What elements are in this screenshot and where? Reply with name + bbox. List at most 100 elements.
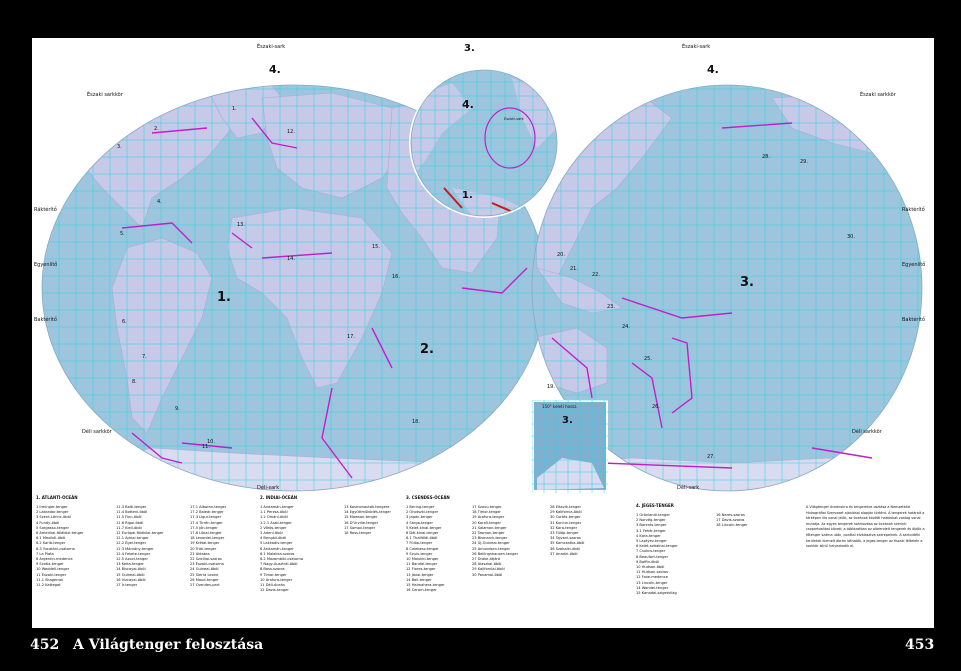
legend-item: 13 Kosmonauták-tengere — [344, 505, 390, 509]
legend-item: 9 Scotia-tenger — [36, 562, 64, 567]
sea-number: 5. — [120, 231, 125, 237]
legend-item: 17.2 Baleár-tenger — [190, 510, 224, 515]
sea-number: 18. — [412, 419, 420, 425]
south-pole-label-right: Déli-sark — [677, 484, 699, 491]
sea-boundaries — [121, 117, 873, 479]
sea-number: 6. — [122, 319, 127, 325]
ocean-number-arctic-inset: 4. — [462, 98, 474, 111]
legend-item: 17.5 Jón-tenger — [190, 525, 218, 530]
legend-item: 23 Északi-csatorna — [190, 562, 224, 567]
europe-landmass — [261, 92, 413, 199]
ocean-number-arctic: 4. — [269, 63, 281, 76]
legend-note: A Világtenger óceánokra és tengerekre os… — [806, 505, 925, 549]
legend-item: 18 Levantei-tenger — [190, 536, 225, 541]
legend-item: 30 Panamai-öböl — [472, 572, 503, 577]
polar-circle-label: Északi sarkkör — [87, 90, 124, 98]
legend-item: 15 Mawson-tenger — [344, 515, 378, 520]
legend-item: 7 Nagy-Ausztrál-öböl — [260, 562, 298, 567]
sea-numbers: 1.2.3.4.5.6.7.8.9.10.11.12.13.14.15.16.1… — [117, 106, 855, 460]
legend-item: 26 Bellingshausen-tenger — [472, 551, 519, 556]
sea-number: 13. — [237, 222, 245, 228]
legend-item: 6.2 Karib-tenger — [36, 541, 66, 546]
legend-item: 11 Déli-óceán — [260, 583, 285, 588]
legend-item: 25 Sierra Leone — [190, 572, 219, 577]
legend-item: 12.3 Márvány-tenger — [116, 546, 154, 551]
legend-item: 34 Tajvani-szoros — [550, 536, 581, 541]
equator-label-right: Egyenlítő — [902, 261, 925, 268]
polar-circle-label-right: Északi sarkkör — [860, 90, 897, 98]
sea-number: 29. — [800, 159, 808, 165]
legend-item: 8 Bass-szoros — [260, 567, 285, 572]
legend-item: 11.5 Finn-öböl — [116, 515, 142, 520]
legend-item: 21 Aldabra — [190, 551, 210, 556]
south-circle-label-right: Déli sarkkör — [852, 428, 883, 435]
legend-item: 12 Foxe-medence — [636, 575, 668, 580]
inset-title: 150° keleti hossz. — [542, 404, 578, 409]
tropic-north-label-right: Ráktérítő — [902, 206, 925, 213]
legend-item: 29 Kaliforniai-öböl — [472, 567, 505, 572]
legend-item: 28 Alaszkai-öböl — [472, 562, 502, 567]
legend-item: 18 Timor-tenger — [472, 510, 501, 515]
legend-item: 12.2 Égei-tenger — [116, 541, 147, 546]
legend-item: 13 Jávai-tenger — [406, 572, 434, 577]
legend-item: 11 Bandai-tenger — [406, 562, 438, 567]
legend-item: 1 Grönlandi-tenger — [636, 513, 671, 517]
legend-item: 10 Molukki-tenger — [406, 557, 439, 562]
legend-item: 36 Szahalin-öböl — [550, 546, 580, 551]
sea-number: 3. — [117, 144, 122, 150]
legend-item: 6.1 Thaiföldi-öböl — [406, 536, 438, 541]
legend-item: 1 Bering-tenger — [406, 505, 435, 509]
legend-item: 11.1 Skagerrak — [36, 577, 64, 582]
sea-number: 27. — [707, 454, 715, 460]
south-america-landmass — [111, 237, 213, 434]
legend-item: 14 Együttműködés-tenger — [344, 510, 391, 515]
sea-number: 9. — [175, 406, 180, 412]
arctic-landmass — [412, 83, 472, 178]
atlas-page: Északi-sark Északi-sark Északi sarkkör É… — [32, 38, 934, 628]
legend-item: 1.1 Perzsa-öböl — [260, 510, 288, 515]
legend-heading-atlantic: 1. ATLANTI-ÓCEÁN — [36, 495, 78, 500]
ocean-number-pacific: 3. — [740, 275, 754, 290]
legend-item: 16 Ceram-tenger — [406, 588, 437, 593]
sea-number: 22. — [592, 272, 600, 278]
tropic-south-label: Baktérítő — [34, 316, 57, 323]
sea-number: 1. — [232, 106, 237, 112]
north-pole-label-right: Északi-sark — [682, 42, 710, 50]
sea-number: 24. — [622, 324, 630, 330]
ocean-number-arctic-right: 4. — [707, 63, 719, 76]
legend-item: 15 Guineai-öböl — [116, 572, 145, 577]
legend-item: 11.3 Balti-tenger — [116, 505, 147, 509]
tropic-south-label-right: Baktérítő — [902, 316, 925, 323]
sea-number: 15. — [372, 244, 380, 250]
legend-item: 35 Kamcsatka-öböl — [550, 541, 585, 546]
legend-item: 24 Guineai-öböl — [190, 567, 219, 572]
legend-item: 2 Norvég-tenger — [636, 518, 666, 523]
ocean-number-atlantic-inset: 1. — [462, 190, 473, 201]
sea-number: 19. — [547, 384, 555, 390]
legend-item: 4 Bengáli-öböl — [260, 536, 286, 541]
legend-item: 2 Ohotszki-tenger — [406, 510, 439, 515]
sea-number: 14. — [287, 256, 295, 262]
legend-item: 5 Sargasso-tenger — [36, 525, 69, 530]
legend-item: 17.1 Alboran-tenger — [190, 505, 227, 509]
legend-item: 12 Európai-földközi-tenger — [116, 531, 164, 536]
sea-number: 23. — [607, 304, 615, 310]
legend-item: 6 Amerikai-földközi-tenger — [36, 531, 84, 536]
legend-heading-pacific: 3. CSENDES-ÓCEÁN — [406, 495, 450, 500]
legend-item: 1.2.1 Arab-tenger — [260, 520, 292, 525]
legend-item: 12.4 Fekete-tenger — [116, 551, 151, 556]
legend-item: 18 Lincoln-tenger — [716, 523, 748, 528]
tropic-north-label: Ráktérítő — [34, 206, 57, 213]
legend-item: 14 Bali-tenger — [406, 577, 432, 582]
legend-item: 17 Ír-tenger — [116, 583, 138, 588]
legend-item: 17 Davis-szoros — [716, 518, 745, 523]
legend-item: 8 Celebesz-tenger — [406, 546, 439, 551]
legend-item: 21 Salamon-tenger — [472, 525, 507, 530]
ocean-number-pacific-inset: 3. — [464, 43, 475, 54]
legend-item: 13 Kelta-tenger — [116, 562, 144, 567]
legend-item: 2 Vörös-tenger — [260, 525, 287, 530]
